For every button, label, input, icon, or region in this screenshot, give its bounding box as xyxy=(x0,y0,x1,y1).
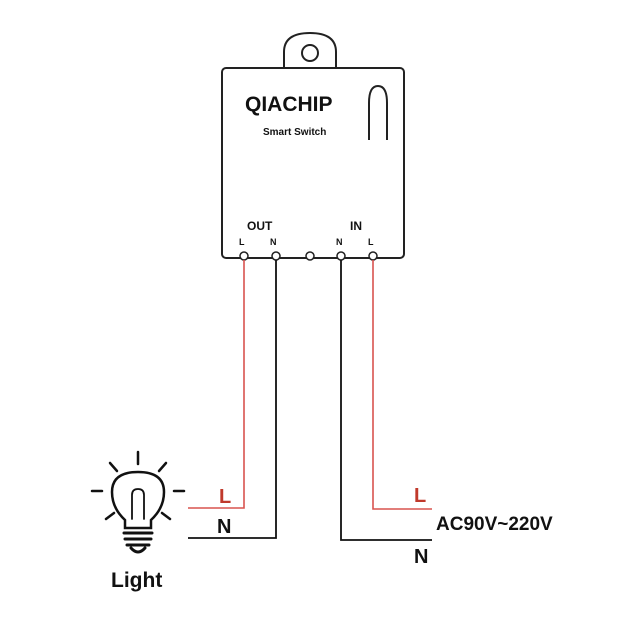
live-wire-out xyxy=(188,260,245,509)
terminal-in-n xyxy=(336,251,346,261)
antenna-icon xyxy=(368,84,388,140)
terminal-middle xyxy=(305,251,315,261)
model-name: Smart Switch xyxy=(263,127,326,138)
terminal-in-n-label: N xyxy=(336,237,343,247)
terminal-out-n xyxy=(271,251,281,261)
live-label-right: L xyxy=(414,485,426,507)
neutral-label-right: N xyxy=(414,546,428,568)
terminal-out-l xyxy=(239,251,249,261)
terminal-in-l-label: L xyxy=(368,237,374,247)
neutral-wire-out xyxy=(188,260,277,539)
supply-voltage-label: AC90V~220V xyxy=(436,514,553,535)
terminal-in-l xyxy=(368,251,378,261)
brand-name: QIACHIP xyxy=(245,93,333,116)
terminal-out-n-label: N xyxy=(270,237,277,247)
in-label: IN xyxy=(350,219,362,233)
mounting-tab xyxy=(283,31,337,68)
light-bulb-icon xyxy=(90,450,186,554)
light-label: Light xyxy=(111,569,162,592)
out-label: OUT xyxy=(247,219,273,233)
live-label-left: L xyxy=(219,486,231,508)
live-wire-in xyxy=(372,260,432,510)
neutral-wire-in xyxy=(340,260,432,541)
terminal-out-l-label: L xyxy=(239,237,245,247)
neutral-label-left: N xyxy=(217,516,231,538)
